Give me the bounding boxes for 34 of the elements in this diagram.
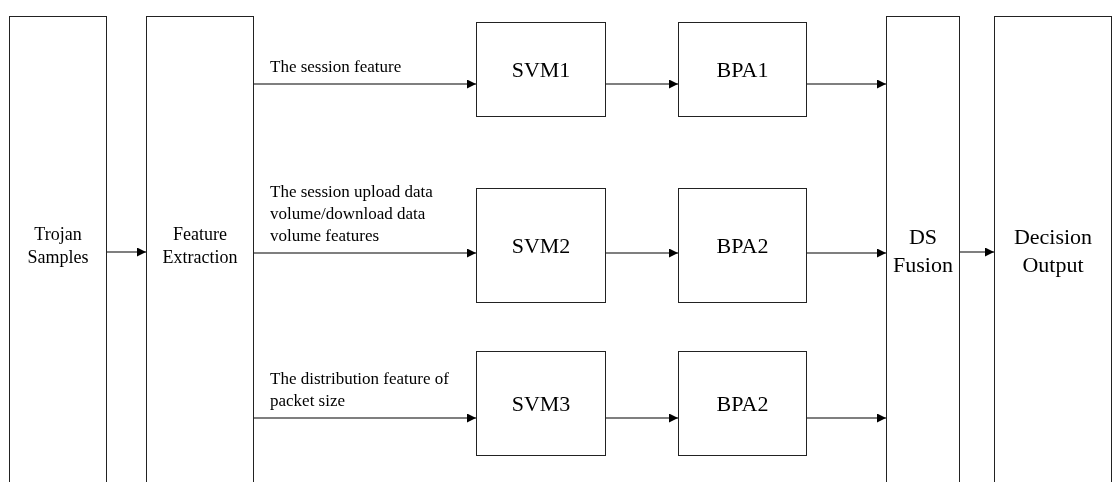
edge-label: The distribution feature of packet size (270, 367, 450, 412)
process-box (9, 16, 107, 482)
process-box (476, 22, 606, 117)
arrow (806, 248, 887, 258)
edge-label: The session upload data volume/download data volume features (270, 180, 434, 247)
box-label: DS Fusion (892, 223, 954, 278)
process-box (678, 351, 807, 456)
arrow (253, 79, 477, 89)
process-box (146, 16, 254, 482)
box-label: BPA2 (716, 231, 769, 260)
arrow (605, 413, 679, 423)
process-box (886, 16, 960, 482)
arrow (253, 248, 477, 258)
process-box (476, 188, 606, 303)
arrow (959, 247, 995, 257)
box-label: SVM2 (511, 231, 571, 260)
box-label: Trojan Samples (26, 223, 90, 268)
arrow (806, 413, 887, 423)
arrow (806, 79, 887, 89)
process-box (678, 22, 807, 117)
arrow (253, 413, 477, 423)
edge-label: The session feature (270, 55, 403, 78)
box-label: BPA2 (716, 389, 769, 418)
box-label: SVM1 (511, 55, 571, 84)
box-label: Feature Extraction (161, 223, 239, 268)
arrow (106, 247, 147, 257)
box-label: SVM3 (511, 389, 571, 418)
box-label: Decision Output (1012, 223, 1094, 278)
process-box (678, 188, 807, 303)
process-box (994, 16, 1112, 482)
arrow (605, 79, 679, 89)
process-box (476, 351, 606, 456)
box-label: BPA1 (716, 55, 769, 84)
arrow (605, 248, 679, 258)
